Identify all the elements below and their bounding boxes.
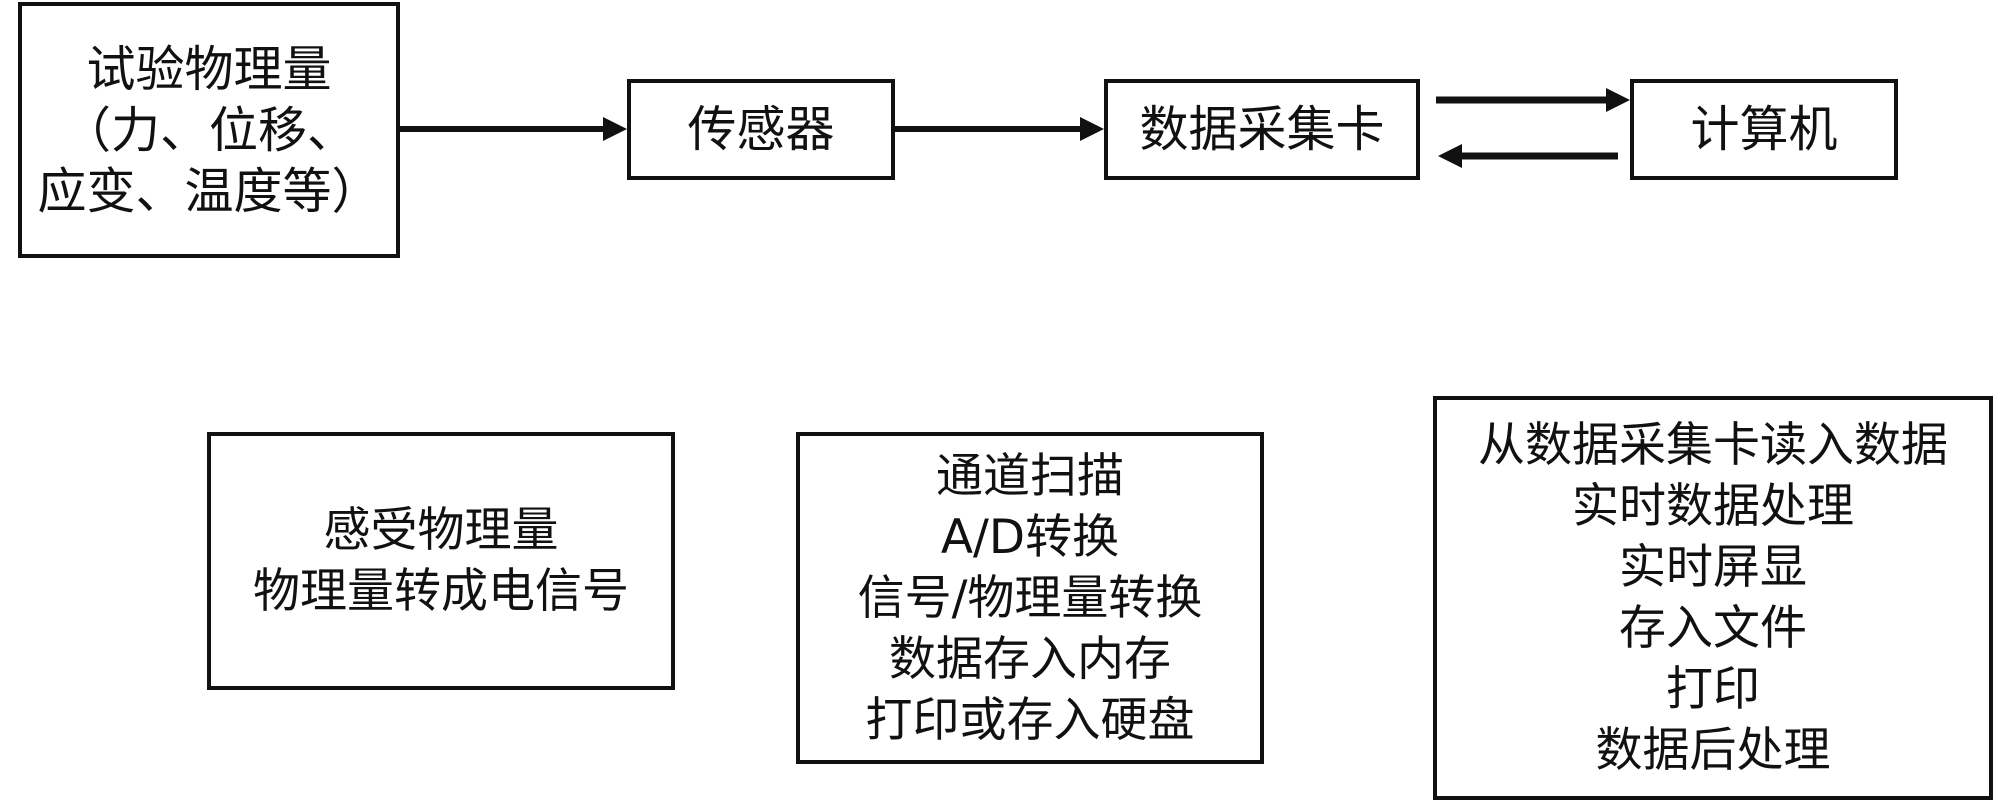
node-physical-quantity-line-3: 应变、温度等） [37,162,381,220]
node-physical-quantity-line-1: 试验物理量 [86,40,332,98]
arrow-physical-to-sensor [400,117,627,141]
desc-daq-card-line-1: 通道扫描 [936,448,1124,504]
desc-daq-card: 通道扫描 A/D转换 信号/物理量转换 数据存入内存 打印或存入硬盘 [796,432,1264,764]
node-daq-card-label: 数据采集卡 [1139,101,1385,158]
desc-daq-card-line-2: A/D转换 [940,509,1120,565]
node-computer-label: 计算机 [1690,101,1838,158]
desc-computer-line-6: 数据后处理 [1595,723,1831,778]
desc-daq-card-line-5: 打印或存入硬盘 [865,692,1195,748]
desc-computer-line-4: 存入文件 [1619,601,1807,656]
desc-daq-card-line-3: 信号/物理量转换 [857,570,1203,626]
desc-computer-line-1: 从数据采集卡读入数据 [1478,418,1948,473]
node-daq-card: 数据采集卡 [1104,79,1420,180]
desc-sensor: 感受物理量 物理量转成电信号 [207,432,675,690]
desc-computer-line-3: 实时屏显 [1619,540,1807,595]
node-sensor: 传感器 [627,79,895,180]
node-physical-quantity: 试验物理量 （力、位移、 应变、温度等） [18,2,400,258]
node-computer: 计算机 [1630,79,1898,180]
desc-computer-line-5: 打印 [1666,662,1760,717]
desc-computer: 从数据采集卡读入数据 实时数据处理 实时屏显 存入文件 打印 数据后处理 [1433,396,1993,800]
arrow-sensor-to-daq [895,117,1104,141]
arrow-computer-to-daq [1438,144,1618,168]
desc-computer-line-2: 实时数据处理 [1572,479,1854,534]
desc-sensor-line-2: 物理量转成电信号 [253,564,629,619]
node-sensor-label: 传感器 [687,101,835,158]
desc-daq-card-line-4: 数据存入内存 [889,631,1171,687]
node-physical-quantity-line-2: （力、位移、 [61,101,356,159]
desc-sensor-line-1: 感受物理量 [323,503,559,558]
arrow-daq-to-computer [1436,88,1630,112]
